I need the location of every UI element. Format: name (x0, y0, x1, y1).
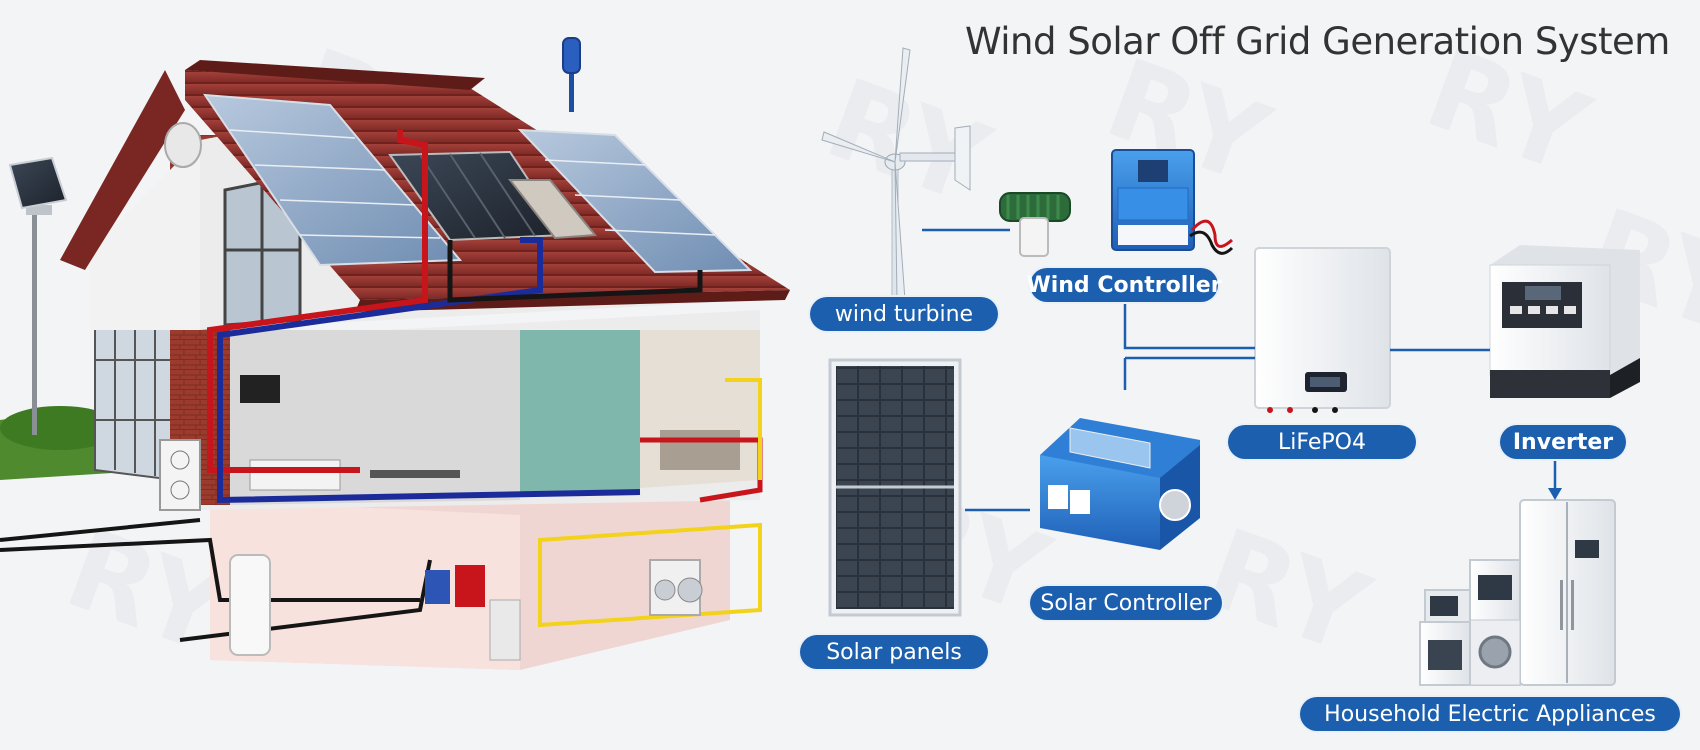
label-solar-panels: Solar panels (800, 635, 988, 669)
label-solar-controller: Solar Controller (1030, 586, 1222, 620)
lifepo4-battery-icon (1254, 247, 1391, 413)
wind-controller-icon (999, 149, 1234, 257)
svg-text:RY: RY (1191, 504, 1385, 679)
connector-lines (922, 228, 1557, 512)
house-cutaway-illustration (0, 37, 790, 670)
arrow-down-icon (1548, 488, 1562, 500)
label-wind-controller: Wind Controller (1026, 268, 1222, 302)
diagram-title: Wind Solar Off Grid Generation System (965, 20, 1670, 63)
household-appliances-icon (1419, 499, 1616, 686)
label-inverter: Inverter (1500, 425, 1626, 459)
solar-panel-icon (828, 358, 962, 617)
inverter-icon (1489, 245, 1640, 398)
label-wind-turbine: wind turbine (810, 297, 998, 331)
label-lifepo4: LiFePO4 (1228, 425, 1416, 459)
wind-turbine-icon (821, 47, 971, 301)
solar-controller-icon (1040, 418, 1200, 550)
street-solar-lamp (8, 156, 68, 435)
label-household-appliances: Household Electric Appliances (1300, 697, 1680, 731)
